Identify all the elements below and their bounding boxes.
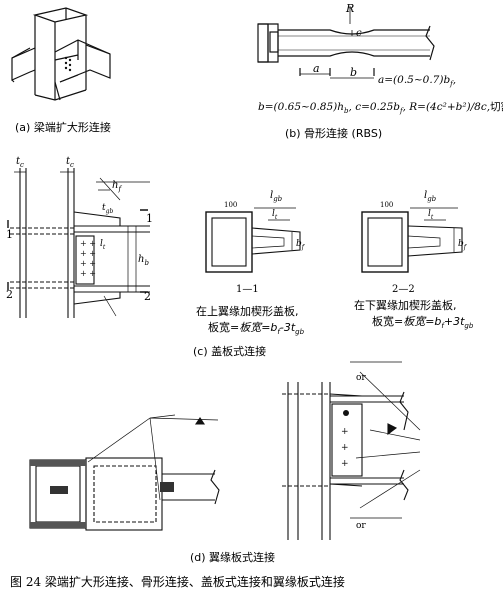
svg-text:+: + [341, 443, 349, 453]
section-2-2-text2: 板宽=板宽=bf+3tgb [372, 314, 474, 330]
section-1-1-title: 1—1 [236, 284, 259, 295]
panel-a-caption: (a) 梁端扩大形连接 [15, 120, 111, 134]
panel-a-drawing [11, 7, 111, 101]
section-1-1-text1: 在上翼缘加楔形盖板, [196, 304, 299, 318]
hf-label: hf [112, 180, 122, 193]
panel-d-right-drawing [282, 361, 421, 540]
rbs-label-c: c [356, 28, 362, 39]
svg-text:+ +: + + [80, 259, 96, 268]
tgb-label: tgb [102, 203, 113, 215]
panel-d-web-weld [50, 486, 68, 494]
hb-label: hb [138, 254, 149, 267]
panel-d-left-drawing [29, 414, 220, 531]
panel-c-caption: (c) 盖板式连接 [193, 344, 266, 358]
lgb-label-left: lgb [270, 190, 283, 203]
rbs-label-b: b [350, 66, 357, 79]
panel-d-flange-weld [160, 482, 174, 492]
panel-b-drawing [257, 6, 435, 79]
section-2-2-drawing [361, 207, 463, 273]
panel-d-caption: (d) 翼缘板式连接 [190, 550, 275, 564]
section-2-left: 2 [6, 288, 13, 301]
figure-caption: 图 24 梁端扩大形连接、骨形连接、盖板式连接和翼缘板式连接 [10, 574, 345, 589]
lt-label-right: lt [428, 209, 434, 221]
lt-label-left: lt [272, 209, 278, 221]
rbs-label-a: a [313, 62, 320, 75]
sec-left-plate-width: 板宽=b [239, 321, 277, 334]
svg-text:+ +: + + [80, 239, 96, 248]
section-1-left: 1 [6, 228, 13, 241]
tc-left-label: tc [16, 156, 24, 169]
rbs-formula-a: a=(0.5~0.7)bf, [378, 74, 456, 88]
weld-symbol-top: or [356, 373, 366, 383]
rbs-formula-line2: b=(0.65~0.85)hb, c=0.25bf, R=(4c²+b²)/8c… [258, 100, 503, 115]
panel-d-hatch-top [30, 460, 86, 466]
bf-label-left: bf [296, 239, 306, 251]
dim-100-right: 100 [380, 201, 393, 209]
panel-d-right-welds: + + + [341, 410, 349, 469]
section-1-1-text2: 板宽=板宽=bf-3tgb [208, 320, 305, 336]
section-2-2-text1: 在下翼缘加楔形盖板, [354, 298, 457, 312]
svg-text:+: + [341, 459, 349, 469]
weld-symbol-bottom: or [356, 521, 366, 531]
svg-text:+ +: + + [80, 269, 96, 278]
panel-d-hatch-bottom [30, 522, 86, 528]
panel-b-caption: (b) 骨形连接 (RBS) [285, 127, 382, 140]
rbs-label-R: R [345, 2, 354, 15]
section-1-right: 1 [146, 212, 153, 225]
section-2-right: 2 [144, 290, 151, 303]
panel-c-elevation [7, 168, 150, 318]
svg-text:+: + [341, 427, 349, 437]
lt-label: lt [100, 239, 106, 251]
panel-c-bolts: + + + + + + + + [80, 239, 96, 278]
dim-100-left: 100 [224, 201, 237, 209]
tc-right-label: tc [66, 156, 74, 169]
svg-text:+ +: + + [80, 249, 96, 258]
section-2-2-title: 2—2 [392, 284, 415, 295]
section-1-1-drawing [205, 207, 301, 273]
sec-right-plate-width: 板宽=b [403, 315, 441, 328]
bf-label-right: bf [458, 239, 468, 251]
lgb-label-right: lgb [424, 190, 437, 203]
